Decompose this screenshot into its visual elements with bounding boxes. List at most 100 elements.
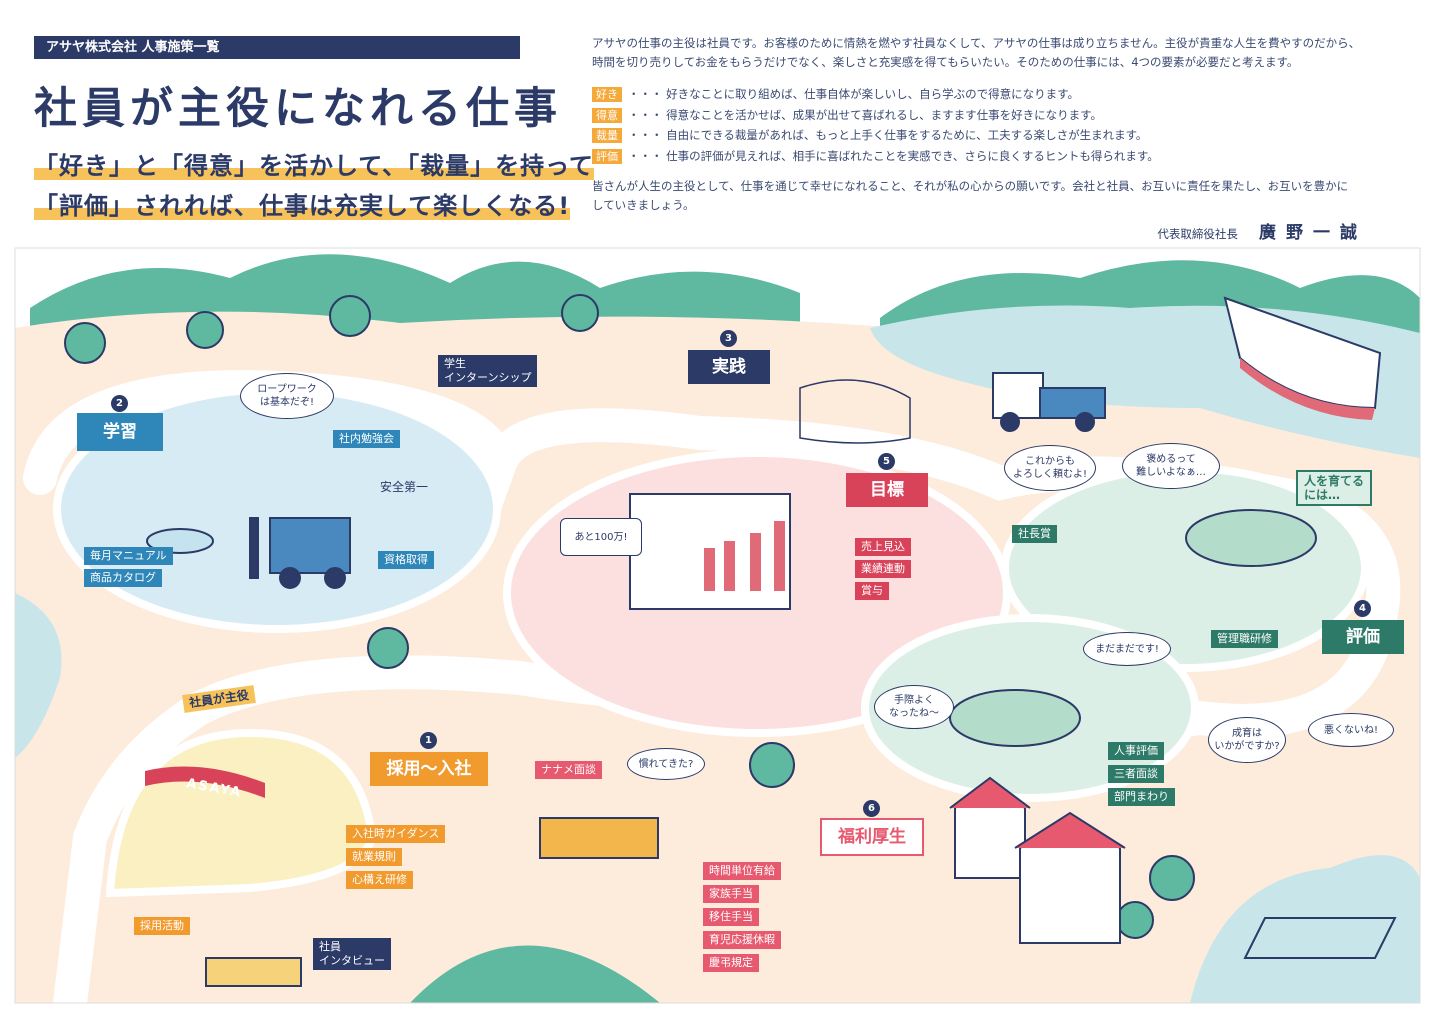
truck xyxy=(992,372,1106,432)
net-grid xyxy=(1243,917,1397,959)
sales-chart-board xyxy=(629,493,791,610)
section-number: 6 xyxy=(863,800,880,817)
interview-desks xyxy=(205,957,302,987)
element-key: 裁量 xyxy=(592,128,622,143)
hill-bottom xyxy=(410,945,660,1003)
elements-list: 好き・・・ 好きなことに取り組めば、仕事自体が楽しいし、自ら学ぶので得意になりま… xyxy=(592,84,1159,166)
tag-monthly-manual: 毎月マニュアル xyxy=(84,547,173,565)
fishing-net xyxy=(799,379,911,444)
bubble-notyet: まだまだです! xyxy=(1083,632,1171,666)
tag-bonus: 賞与 xyxy=(855,582,889,600)
sea-bottom xyxy=(1190,855,1420,1003)
section-title: 目標 xyxy=(870,480,904,500)
bubble-praise: 褒めるって 難しいよなぁ… xyxy=(1122,443,1220,489)
tag-mindset-training: 心構え研修 xyxy=(346,871,413,889)
section-evaluation: 4 評価 xyxy=(1322,600,1404,654)
section-number: 3 xyxy=(720,330,737,347)
subtitle-line-1: 「好き」と「得意」を活かして、「裁量」を持って xyxy=(34,146,594,181)
message-intro: アサヤの仕事の主役は社員です。お客様のために情熱を燃やす社員なくして、アサヤの仕… xyxy=(592,34,1360,72)
signature-name: 廣野一誠 xyxy=(1259,223,1367,243)
section-learning: 2 学習 xyxy=(77,395,163,451)
tag-catalog: 商品カタログ xyxy=(84,569,162,587)
tag-manager-training: 管理職研修 xyxy=(1211,630,1278,648)
bubble-growth: 成育は いかがですか? xyxy=(1208,717,1286,763)
bubble-skill: 手際よく なったね〜 xyxy=(874,685,954,729)
tag-president-award: 社長賞 xyxy=(1012,525,1057,543)
tag-performance-link: 業績連動 xyxy=(855,560,911,578)
section-number: 1 xyxy=(420,732,437,749)
tree xyxy=(64,322,106,364)
houses xyxy=(949,776,1126,944)
element-key: 好き xyxy=(592,87,622,102)
board-grow: 人を育てる には… xyxy=(1296,470,1373,506)
element-row: 好き・・・ 好きなことに取り組めば、仕事自体が楽しいし、自ら学ぶので得意になりま… xyxy=(592,84,1159,105)
element-text: ・・・ 好きなことに取り組めば、仕事自体が楽しいし、自ら学ぶので得意になります。 xyxy=(628,87,1080,101)
section-title: 学習 xyxy=(103,422,137,442)
tag-internship: 学生 インターンシップ xyxy=(438,355,538,387)
company-banner: アサヤ株式会社 人事施策一覧 xyxy=(34,36,520,59)
main-road xyxy=(23,370,1401,1016)
element-row: 裁量・・・ 自由にできる裁量があれば、もっと上手く仕事をするために、工夫する楽し… xyxy=(592,125,1159,146)
tag-certification: 資格取得 xyxy=(378,551,434,569)
bubble-safety: 安全第一 xyxy=(379,479,428,494)
intro-line-2: 時間を切り売りしてお金をもらうだけでなく、楽しさと充実感を得てもらいたい。そのた… xyxy=(592,55,1299,69)
subtitle-text-2: 「評価」されれば、仕事は充実して楽しくなる! xyxy=(34,192,571,220)
bubble-goal: あと100万! xyxy=(560,518,642,556)
tag-condolence-rules: 慶弔規定 xyxy=(703,954,759,972)
closing-line-1: 皆さんが人生の主役として、仕事を通じて幸せになれること、それが私の心からの願いで… xyxy=(592,179,1349,193)
signature: 代表取締役社長 廣野一誠 xyxy=(1157,218,1367,243)
bubble-rope: ロープワーク は基本だぞ! xyxy=(240,373,334,419)
element-text: ・・・ 仕事の評価が見えれば、相手に喜ばれたことを実感でき、さらに良くするヒント… xyxy=(628,148,1159,163)
tree xyxy=(186,311,224,349)
message-closing: 皆さんが人生の主役として、仕事を通じて幸せになれること、それが私の心からの願いで… xyxy=(592,177,1348,215)
sea-left xyxy=(15,593,62,758)
tag-family-allowance: 家族手当 xyxy=(703,885,759,903)
tree xyxy=(367,627,409,669)
element-row: 評価・・・ 仕事の評価が見えれば、相手に喜ばれたことを実感でき、さらに良くするヒ… xyxy=(592,146,1159,167)
section-recruit: 1 採用〜入社 xyxy=(370,732,488,786)
subtitle-line-2: 「評価」されれば、仕事は充実して楽しくなる! xyxy=(34,186,571,221)
section-title: 評価 xyxy=(1346,627,1380,647)
tag-diagonal-meeting: ナナメ面談 xyxy=(535,761,602,779)
intro-line-1: アサヤの仕事の主役は社員です。お客様のために情熱を燃やす社員なくして、アサヤの仕… xyxy=(592,36,1361,50)
asaya-gate xyxy=(145,766,265,798)
tree xyxy=(561,294,599,332)
element-key: 評価 xyxy=(592,148,622,164)
page-title: 社員が主役になれる仕事 xyxy=(34,84,562,134)
section-goal: 5 目標 xyxy=(846,453,928,507)
tree xyxy=(329,295,371,337)
forklift xyxy=(249,517,351,589)
subtitle-text-1: 「好き」と「得意」を活かして、「裁量」を持って xyxy=(34,152,594,180)
section-number: 5 xyxy=(878,453,895,470)
tag-study-group: 社内勉強会 xyxy=(333,430,400,448)
element-text: ・・・ 自由にできる裁量があれば、もっと上手く仕事をするために、工夫する楽しさが… xyxy=(628,128,1148,142)
trees xyxy=(64,294,1195,939)
element-row: 得意・・・ 得意なことを活かせば、成果が出せて喜ばれるし、ますます仕事を好きにな… xyxy=(592,105,1159,126)
signature-role: 代表取締役社長 xyxy=(1157,227,1238,241)
tag-hourly-leave: 時間単位有給 xyxy=(703,862,781,880)
tree xyxy=(1149,855,1195,901)
tree xyxy=(749,742,795,788)
bubble-thanks: これからも よろしく頼むよ! xyxy=(1004,445,1096,491)
section-title: 実践 xyxy=(712,357,746,377)
tag-relocation-allowance: 移住手当 xyxy=(703,908,759,926)
tag-interview: 社員 インタビュー xyxy=(313,938,391,970)
tag-sales-forecast: 売上見込 xyxy=(855,538,911,556)
section-number: 2 xyxy=(111,395,128,412)
tree xyxy=(1116,901,1154,939)
section-number: 4 xyxy=(1354,600,1371,617)
section-welfare: 6 福利厚生 xyxy=(820,800,924,856)
element-key: 得意 xyxy=(592,107,622,123)
bubble-tired: 慣れてきた? xyxy=(627,748,705,780)
tag-work-rules: 就業規則 xyxy=(346,848,402,866)
closing-line-2: していきましょう。 xyxy=(592,198,695,212)
tag-childcare-leave: 育児応援休暇 xyxy=(703,931,781,949)
tag-recruiting: 採用活動 xyxy=(134,917,190,935)
eval-table-bottom xyxy=(949,689,1081,747)
eval-table-top xyxy=(1185,509,1317,567)
tag-orientation: 入社時ガイダンス xyxy=(346,825,446,843)
section-practice: 3 実践 xyxy=(688,330,770,384)
element-text: ・・・ 得意なことを活かせば、成果が出せて喜ばれるし、ますます仕事を好きになりま… xyxy=(628,107,1103,122)
section-title: 採用〜入社 xyxy=(386,759,472,779)
bench xyxy=(539,817,659,859)
